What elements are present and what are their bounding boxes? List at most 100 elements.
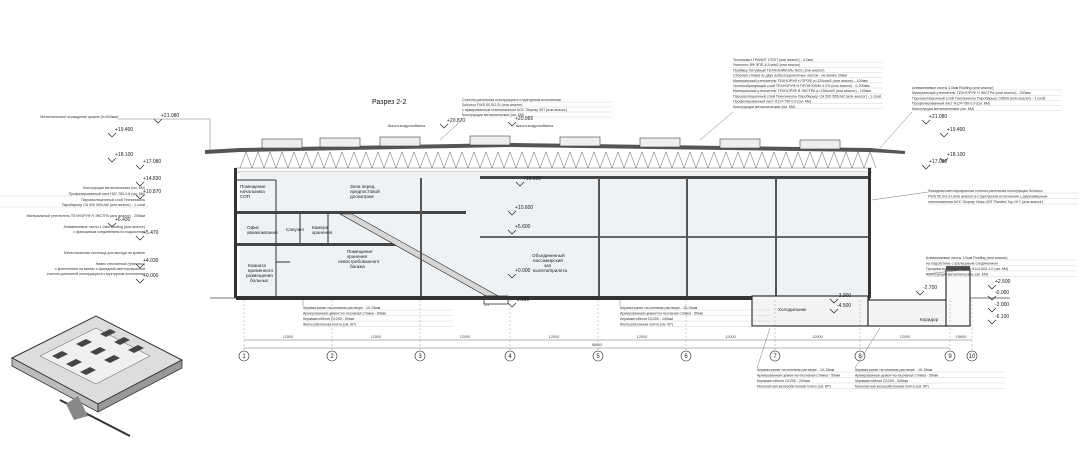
level-mark: +21.080 <box>153 113 179 124</box>
span-dim: 12000 <box>812 335 823 339</box>
note-line: Минеральный утеплитель ТЕХНОРУФ Н ЭКСТРА… <box>26 214 145 218</box>
atrium-glass <box>240 172 870 296</box>
level-marker-icon <box>987 307 997 313</box>
level-mark: +21.080 <box>921 114 947 125</box>
level-mark: +20.965 <box>507 116 533 127</box>
note-block-floor2: Керамогранит на клеевом растворе - 10-15… <box>619 300 770 327</box>
span-dim: 12000 <box>725 335 736 339</box>
level-mark: +14.830 <box>135 176 161 187</box>
axis-bubble <box>414 350 426 362</box>
span-dim: 12000 <box>637 335 648 339</box>
level-mark: +18.100 <box>939 152 965 163</box>
level-label: +20.870 <box>447 118 465 124</box>
axis-bubble <box>592 350 604 362</box>
level-label: -3.000 <box>995 302 1009 308</box>
note-leader <box>854 327 881 369</box>
level-label: +5.470 <box>143 230 159 236</box>
level-label: -0.000 <box>995 290 1009 296</box>
axis-bubble <box>944 350 956 362</box>
note-line: Пароизоляционный слой Технониколь <box>81 198 145 202</box>
level-label: +21.080 <box>161 113 179 119</box>
note-line: Алюминиевые листы 1.0мм Roofing (или ана… <box>912 86 994 90</box>
note-line: с креплением на вантах к фасадной светоп… <box>55 267 145 271</box>
note-line: Керамзитобетон D1200 - 200мм <box>757 379 811 383</box>
level-marker-icon <box>829 298 839 304</box>
level-label: +14.830 <box>143 176 161 182</box>
note-block-floor4: Керамогранит на клеевом растворе - 10-15… <box>854 327 1005 389</box>
level-mark: -3.900 <box>829 293 851 304</box>
level-marker-icon <box>107 222 117 228</box>
level-mark: -1.150 <box>507 297 529 308</box>
level-mark: +0.000 <box>507 268 531 279</box>
axis-label: 8 <box>858 354 862 360</box>
note-line: Шахта воздухообмена <box>388 124 425 128</box>
level-mark: -4.500 <box>829 303 851 314</box>
level-mark: +18.100 <box>107 152 133 163</box>
level-marker-icon <box>135 181 145 187</box>
note-line: Минеральный утеплитель ТЕХНОРУФ В ЭКСТРА… <box>733 89 871 93</box>
basement-corridor <box>867 299 949 327</box>
note-line: Керамзитобетон D1200 - 80мм <box>303 317 355 321</box>
note-block-roof-right: Техноэласт ГРАНИТ СТОП (или аналог) - 4.… <box>699 58 883 141</box>
building-section <box>205 135 1010 327</box>
level-label: +18.100 <box>115 152 133 158</box>
level-label: +21.080 <box>929 114 947 120</box>
level-mark: +2.500 <box>987 279 1011 290</box>
note-line: на подсистеме с фальцевым соединением <box>926 262 998 266</box>
level-mark: +5.600 <box>507 224 531 235</box>
note-leader <box>925 269 963 275</box>
level-label: +5.600 <box>515 224 531 230</box>
level-label: +17.080 <box>929 159 947 165</box>
note-line: Металлическое ограждение кровли (h=600мм… <box>40 115 118 119</box>
note-block-floor1: Керамогранит на клеевом растворе - 10-15… <box>302 300 453 327</box>
columns <box>420 178 777 296</box>
level-mark: +5.470 <box>135 230 159 241</box>
note-leader <box>439 119 463 141</box>
drawing-title: Разрез 2-2 <box>372 99 406 106</box>
level-mark: +15.100 <box>515 176 541 187</box>
level-mark: +17.080 <box>135 159 161 170</box>
note-line: Униплекс ВФ ЭПП-4.5 м/м2 (или аналог) <box>733 63 800 67</box>
span-dim: 12000 <box>460 335 471 339</box>
note-line: Монолитная железобетонная плита (см. КР) <box>855 385 929 389</box>
level-marker-icon <box>507 210 517 216</box>
ground-slab <box>236 296 870 300</box>
level-marker-icon <box>987 319 997 325</box>
level-marker-icon <box>135 235 145 241</box>
span-dim: 15600 <box>956 335 967 339</box>
level-mark: +10.870 <box>135 189 161 200</box>
axis-bubble <box>238 350 250 362</box>
level-marker-icon <box>507 121 517 127</box>
span-dim: 12000 <box>283 335 294 339</box>
level-mark: +19.400 <box>107 127 133 138</box>
level-label: -4.500 <box>837 303 851 309</box>
level-label: +19.400 <box>947 127 965 133</box>
level-marker-icon <box>515 181 525 187</box>
note-line: Минеральный утеплитель ТЕХНОРУФ Н ЭКСТРА… <box>912 91 1031 95</box>
room-label: Санузел <box>286 227 304 232</box>
level-marker-icon <box>507 273 517 279</box>
escalator-pit <box>483 295 509 305</box>
level-marker-icon <box>507 302 517 308</box>
level-mark: +6.430 <box>107 217 131 228</box>
level-mark: +4.030 <box>135 258 159 269</box>
level-marker-icon <box>135 194 145 200</box>
note-block-left: Металлическое ограждение кровли (h=600мм… <box>0 115 211 276</box>
annotation-notes: Металлическое ограждение кровли (h=600мм… <box>0 58 1078 389</box>
exit-shaft-cap <box>946 266 970 270</box>
roof-monitors <box>261 135 841 150</box>
note-line: Конструкции металлические (см. КМ) <box>733 105 795 109</box>
upper-gallery-slab <box>480 176 870 179</box>
axis-bubble <box>504 350 516 362</box>
note-line: Сборная стяжка из двух асбестоцементных … <box>733 74 847 78</box>
mezzanine-slab-2 <box>236 211 466 214</box>
level-marker-icon <box>921 119 931 125</box>
note-line: Металлическая лестница для выхода на кро… <box>64 251 145 255</box>
level-marker-icon <box>135 263 145 269</box>
total-dim: 96000 <box>592 343 603 347</box>
